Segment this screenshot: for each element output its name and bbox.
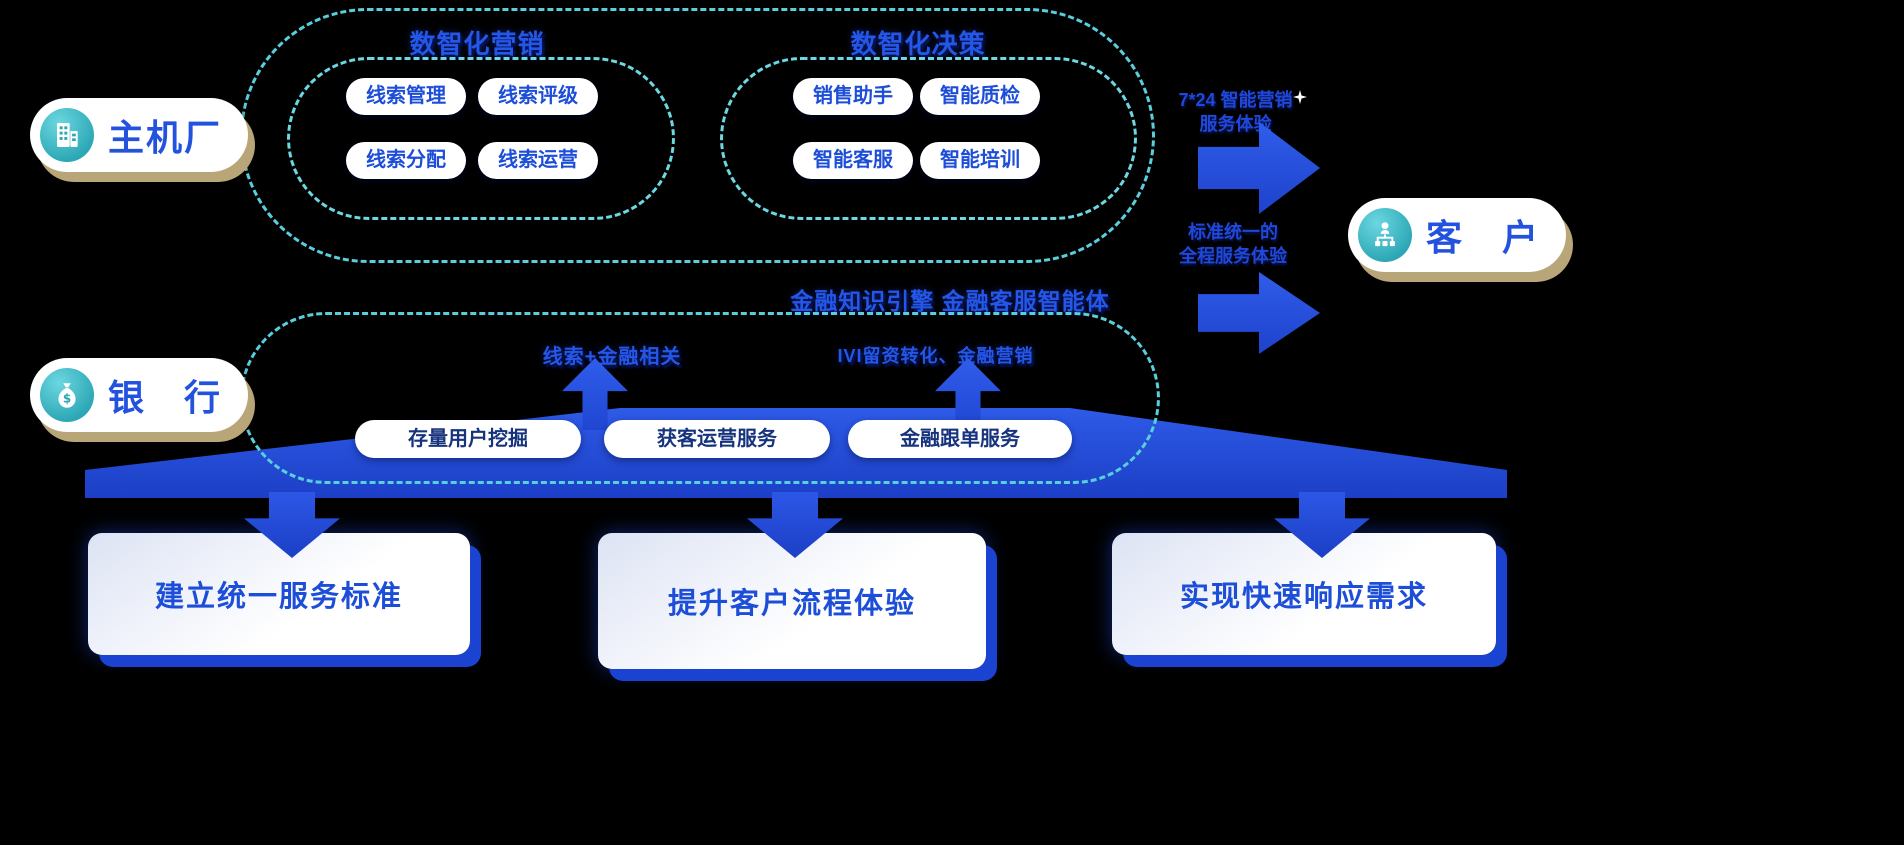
note-bottom-line1: 标准统一的: [1188, 222, 1278, 242]
badge-customer: 客 户: [1348, 198, 1567, 272]
right-arrow-bottom: [1198, 272, 1320, 354]
svg-text:$: $: [63, 391, 71, 405]
pill-lead-operation: 线索运营: [478, 142, 598, 179]
left-flow-label: 线索+金融相关: [542, 346, 682, 368]
right-flow-label: IVI留资转化、金融营销: [837, 346, 1034, 366]
finance-engine-title: 金融知识引擎 金融客服智能体: [790, 288, 1110, 314]
middle-service-container: [240, 312, 1160, 484]
pill-smart-training: 智能培训: [920, 142, 1040, 179]
badge-oem-label: 主机厂: [108, 117, 223, 158]
note-top-line1: 7*24 智能营销: [1178, 90, 1293, 110]
note-bottom-line2: 全程服务体验: [1179, 246, 1287, 267]
decision-group-frame: [720, 57, 1137, 220]
marketing-group-title: 数智化营销: [409, 29, 545, 59]
building-icon: [40, 108, 94, 162]
note-bottom: 标准统一的 全程服务体验: [1158, 220, 1308, 269]
pill-sales-assistant: 销售助手: [793, 78, 913, 115]
badge-oem: 主机厂: [30, 98, 249, 172]
card-unified-standard: 建立统一服务标准: [88, 533, 470, 655]
pill-smart-qc: 智能质检: [920, 78, 1040, 115]
badge-customer-label: 客 户: [1426, 217, 1541, 258]
pill-smart-service: 智能客服: [793, 142, 913, 179]
note-top-line2: 服务体验: [1199, 114, 1272, 135]
marketing-group-frame: [287, 57, 675, 220]
org-chart-icon: [1358, 208, 1412, 262]
pill-lead-rating: 线索评级: [478, 78, 598, 115]
badge-bank-label: 银 行: [108, 377, 223, 418]
card-rapid-response: 实现快速响应需求: [1112, 533, 1496, 655]
badge-bank: $ 银 行: [30, 358, 249, 432]
pill-lead-management: 线索管理: [346, 78, 466, 115]
pill-finance-followup: 金融跟单服务: [848, 420, 1072, 458]
pill-existing-user-mining: 存量用户挖掘: [355, 420, 581, 458]
pill-acquisition-operation: 获客运营服务: [604, 420, 830, 458]
pill-lead-distribution: 线索分配: [346, 142, 466, 179]
card-customer-experience: 提升客户流程体验: [598, 533, 986, 669]
note-top: 7*24 智能营销 服务体验: [1158, 88, 1313, 137]
money-bag-icon: $: [40, 368, 94, 422]
decision-group-title: 数智化决策: [850, 29, 986, 59]
